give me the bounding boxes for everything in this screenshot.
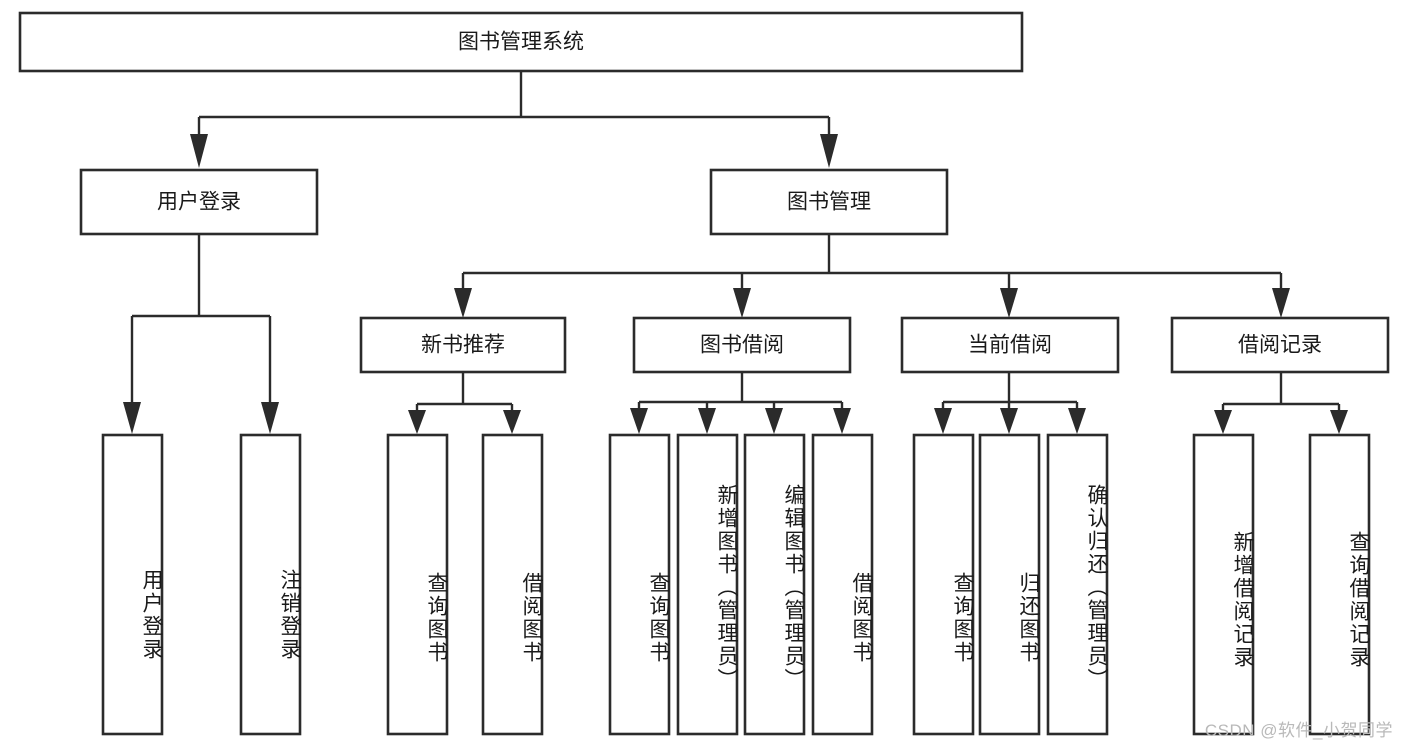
node-label-root: 图书管理系统 bbox=[458, 31, 584, 54]
arrow-head-book-mgmt bbox=[820, 134, 838, 168]
arrow-head-leaf-user-login-1 bbox=[123, 402, 141, 434]
node-box-leaf-nbr-1[interactable] bbox=[386, 433, 449, 736]
node-label-book-borrow: 图书借阅 bbox=[700, 334, 784, 357]
node-box-leaf-cb-2[interactable] bbox=[978, 433, 1041, 736]
arrow-head-leaf-nbr-2 bbox=[503, 410, 521, 434]
arrow-head-leaf-br-2 bbox=[1330, 410, 1348, 434]
node-box-leaf-bb-3[interactable] bbox=[743, 433, 806, 736]
node-box-leaf-user-login-2[interactable] bbox=[239, 433, 302, 736]
node-label-borrow-record: 借阅记录 bbox=[1238, 334, 1322, 357]
arrow-head-new-book-recommend bbox=[454, 288, 472, 318]
arrow-head-leaf-cb-2 bbox=[1000, 408, 1018, 434]
node-box-leaf-bb-4[interactable] bbox=[811, 433, 874, 736]
arrow-head-current-borrow bbox=[1000, 288, 1018, 318]
node-box-leaf-br-1[interactable] bbox=[1192, 433, 1255, 736]
node-box-new-book-recommend[interactable] bbox=[359, 316, 567, 374]
arrow-head-leaf-nbr-1 bbox=[408, 410, 426, 434]
arrow-head-user-login bbox=[190, 134, 208, 168]
arrow-head-leaf-user-login-2 bbox=[261, 402, 279, 434]
arrow-head-book-borrow bbox=[733, 288, 751, 318]
connector-group-user-login bbox=[123, 234, 279, 434]
node-box-leaf-nbr-2[interactable] bbox=[481, 433, 544, 736]
connector-group-new-book-recommend bbox=[408, 372, 521, 434]
node-box-leaf-bb-1[interactable] bbox=[608, 433, 671, 736]
arrow-head-leaf-cb-3 bbox=[1068, 408, 1086, 434]
node-box-book-management[interactable] bbox=[709, 168, 949, 236]
arrow-head-leaf-br-1 bbox=[1214, 410, 1232, 434]
arrow-head-leaf-bb-2 bbox=[698, 408, 716, 434]
connector-group-root bbox=[190, 71, 838, 168]
arrow-head-leaf-bb-4 bbox=[833, 408, 851, 434]
connector-group-book-mgmt bbox=[454, 234, 1290, 318]
node-box-leaf-user-login-1[interactable] bbox=[101, 433, 164, 736]
node-label-current-borrow: 当前借阅 bbox=[968, 334, 1052, 357]
node-box-user-login[interactable] bbox=[79, 168, 319, 236]
node-label-user-login: 用户登录 bbox=[157, 191, 241, 214]
arrow-head-borrow-record bbox=[1272, 288, 1290, 318]
node-box-root[interactable] bbox=[18, 11, 1024, 73]
arrow-head-leaf-bb-3 bbox=[765, 408, 783, 434]
node-box-current-borrow[interactable] bbox=[900, 316, 1120, 374]
node-box-borrow-record[interactable] bbox=[1170, 316, 1390, 374]
arrow-head-leaf-cb-1 bbox=[934, 408, 952, 434]
connector-group-book-borrow bbox=[630, 372, 851, 434]
csdn-watermark: CSDN @软件_小贺同学 bbox=[1204, 721, 1393, 740]
node-box-book-borrow[interactable] bbox=[632, 316, 852, 374]
node-box-leaf-br-2[interactable] bbox=[1308, 433, 1371, 736]
node-box-leaf-cb-3[interactable] bbox=[1046, 433, 1109, 736]
node-label-book-management: 图书管理 bbox=[787, 191, 871, 214]
arrow-head-leaf-bb-1 bbox=[630, 408, 648, 434]
node-box-leaf-cb-1[interactable] bbox=[912, 433, 975, 736]
connector-group-current-borrow bbox=[934, 372, 1086, 434]
node-label-new-book-recommend: 新书推荐 bbox=[421, 334, 505, 357]
node-box-leaf-bb-2[interactable] bbox=[676, 433, 739, 736]
connector-group-borrow-record bbox=[1214, 372, 1348, 434]
